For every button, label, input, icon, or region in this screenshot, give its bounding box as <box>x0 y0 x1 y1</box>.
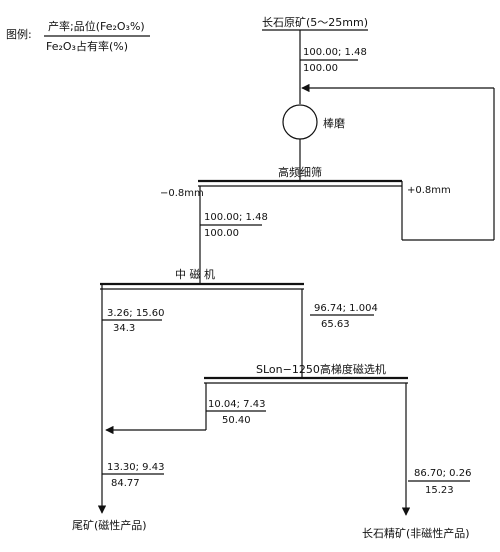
concentrate-ratio-bottom: 15.23 <box>425 485 454 496</box>
slon-mag-top: 10.04; 7.43 <box>208 399 265 410</box>
concentrate-ratio-top: 86.70; 0.26 <box>414 468 471 479</box>
concentrate-label: 长石精矿(非磁性产品) <box>362 526 470 540</box>
feed-ratio-bottom: 100.00 <box>303 63 338 74</box>
screen-label: 高频细筛 <box>278 165 322 179</box>
legend-numerator: 产率;品位(Fe₂O₃%) <box>48 19 145 33</box>
legend-denominator: Fe₂O₃占有率(%) <box>46 39 128 53</box>
medium-mag-left-bottom: 34.3 <box>113 323 135 334</box>
rod-mill-label: 棒磨 <box>323 116 345 130</box>
slon-label: SLon−1250高梯度磁选机 <box>256 362 386 376</box>
feed-title: 长石原矿(5～25mm) <box>262 16 368 29</box>
tailings-ratio-top: 13.30; 9.43 <box>107 462 164 473</box>
medium-mag-left-top: 3.26; 15.60 <box>107 308 164 319</box>
feed-ratio-top: 100.00; 1.48 <box>303 47 367 58</box>
screen-left-label: −0.8mm <box>160 188 204 199</box>
slon-mag-bottom: 50.40 <box>222 415 251 426</box>
legend-prefix: 图例: <box>6 27 32 41</box>
tailings-ratio-bottom: 84.77 <box>111 478 140 489</box>
rod-mill-circle <box>282 104 318 140</box>
medium-mag-label: 中 磁 机 <box>175 267 215 281</box>
medium-mag-right-bottom: 65.63 <box>321 319 350 330</box>
tailings-label: 尾矿(磁性产品) <box>72 518 147 532</box>
screen-ratio-bottom: 100.00 <box>204 228 239 239</box>
screen-ratio-top: 100.00; 1.48 <box>204 212 268 223</box>
screen-right-label: +0.8mm <box>407 185 451 196</box>
medium-mag-right-top: 96.74; 1.004 <box>314 303 378 314</box>
